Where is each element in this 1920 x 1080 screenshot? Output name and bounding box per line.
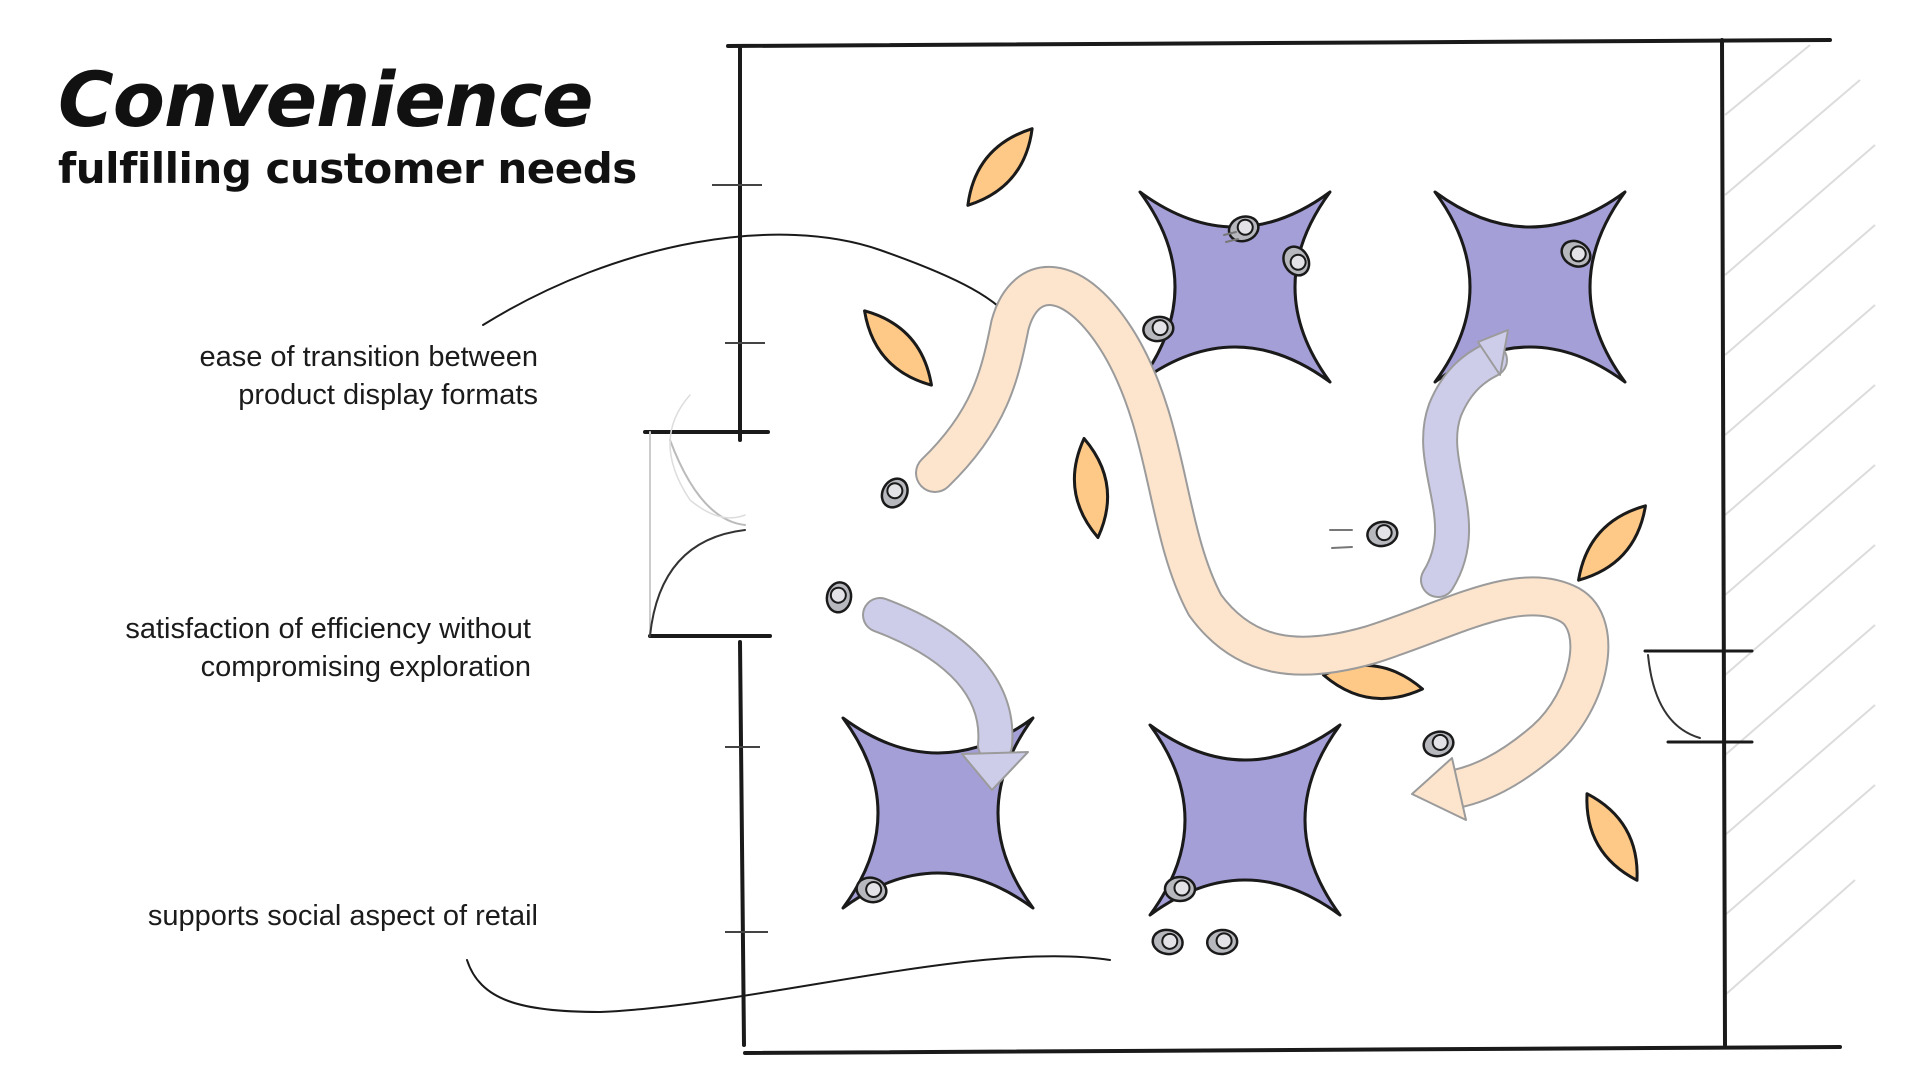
product-fixtures (841, 190, 1627, 917)
left-entrance-door (643, 394, 772, 638)
shopper-icon (1364, 518, 1401, 550)
right-entrance-door (1643, 649, 1754, 744)
annotation-line: ease of transition between (199, 341, 538, 373)
display-table (1565, 493, 1659, 593)
wall-ticks (712, 184, 768, 933)
annotation-line: compromising exploration (200, 651, 531, 683)
hatched-wall-area (1724, 44, 1876, 996)
purple-flow-arrow-right (1420, 329, 1509, 598)
shopper-icon (823, 579, 855, 616)
shopper-icon (1163, 875, 1197, 903)
shopper-icon (1149, 926, 1186, 958)
motion-marks (1223, 231, 1353, 549)
heading-block: Convenience fulfilling customer needs (58, 58, 637, 193)
display-table (851, 298, 945, 398)
annotation-line: satisfaction of efficiency without (125, 613, 531, 645)
display-table (954, 116, 1046, 218)
purple-flow-arrow-left (862, 597, 1029, 791)
leader-lines (466, 233, 1111, 1014)
shopper-icon (1419, 727, 1458, 761)
annotation-efficiency: satisfaction of efficiency without compr… (125, 610, 531, 686)
room-walls (726, 38, 1842, 1055)
annotation-line: supports social aspect of retail (147, 900, 538, 932)
orange-flow-arrow (915, 266, 1610, 821)
annotation-social: supports social aspect of retail (148, 897, 538, 935)
page-subtitle: fulfilling customer needs (58, 143, 637, 193)
page-title: Convenience (58, 55, 594, 144)
shopper-icon (1204, 927, 1240, 957)
product-fixture (1433, 190, 1627, 384)
display-table (1571, 784, 1653, 890)
display-table (1066, 434, 1116, 542)
annotation-transition: ease of transition between product displ… (199, 338, 538, 414)
shopper-icon (875, 472, 914, 514)
annotation-line: product display formats (238, 379, 538, 411)
